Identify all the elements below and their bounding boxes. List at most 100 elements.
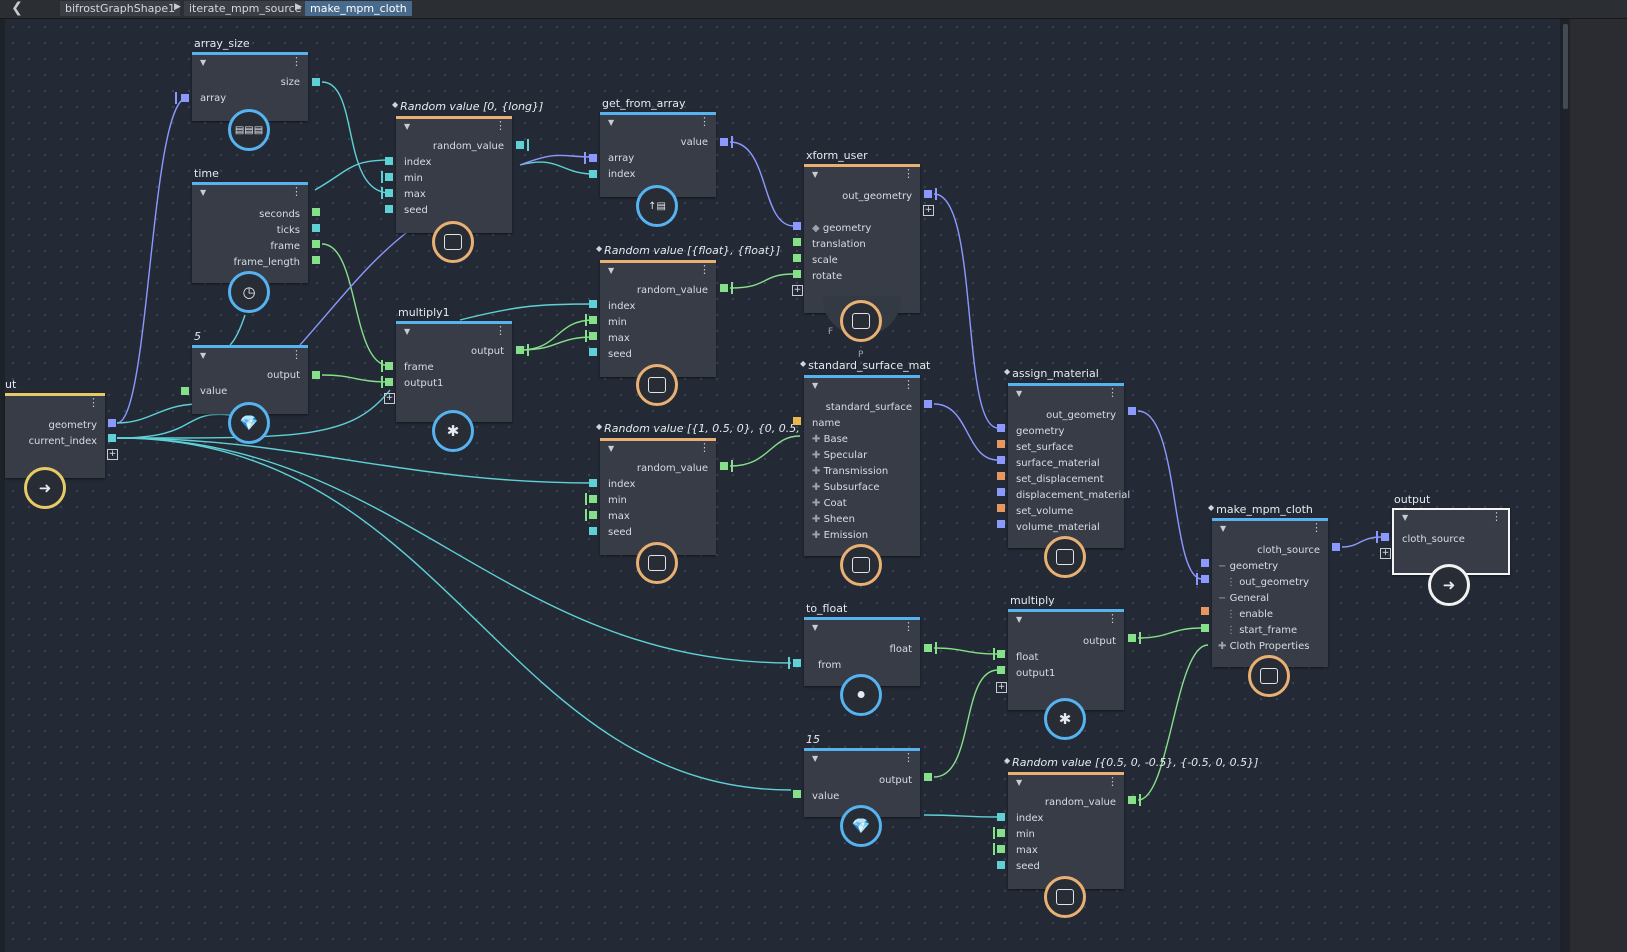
input-port[interactable] — [1201, 607, 1209, 615]
input-port[interactable] — [181, 387, 189, 395]
input-port[interactable] — [793, 254, 801, 262]
input-port[interactable] — [589, 348, 597, 356]
breadcrumb-item-make-mpm-cloth[interactable]: make_mpm_cloth — [305, 1, 412, 16]
collapse-caret-icon[interactable]: ▼ — [812, 754, 819, 763]
output-port[interactable] — [1128, 796, 1136, 804]
input-port[interactable] — [385, 378, 393, 386]
node-menu-icon[interactable]: ⋮ — [903, 167, 914, 180]
input-port[interactable] — [1201, 559, 1209, 567]
input-port[interactable] — [997, 813, 1005, 821]
input-port[interactable] — [385, 362, 393, 370]
input-port[interactable] — [997, 472, 1005, 480]
input-port[interactable] — [589, 154, 597, 162]
collapse-caret-icon[interactable]: ▼ — [404, 122, 411, 131]
input-port[interactable] — [589, 495, 597, 503]
assign-material-node[interactable]: ▼ ⋮ out_geometry geometry set_surface su… — [1008, 383, 1130, 548]
group-label[interactable]: ✚ Specular — [812, 450, 868, 461]
node-menu-icon[interactable]: ⋮ — [699, 441, 710, 454]
output-port[interactable] — [312, 78, 320, 86]
node-menu-icon[interactable]: ⋮ — [291, 55, 302, 68]
input-port[interactable] — [793, 270, 801, 278]
input-port[interactable] — [793, 222, 801, 230]
input-port[interactable] — [385, 157, 393, 165]
input-port[interactable] — [589, 300, 597, 308]
group-label[interactable]: ✚ Emission — [812, 530, 869, 541]
collapse-caret-icon[interactable]: ▼ — [608, 266, 615, 275]
output-port[interactable] — [924, 190, 932, 198]
input-port[interactable] — [793, 659, 801, 667]
multiply-node[interactable]: ▼ ⋮ output float output1 — [1008, 609, 1124, 710]
output-port[interactable] — [516, 346, 524, 354]
input-port[interactable] — [997, 424, 1005, 432]
collapse-caret-icon[interactable]: ▼ — [1016, 615, 1023, 624]
output-port[interactable] — [1128, 407, 1136, 415]
collapse-caret-icon[interactable]: ▼ — [200, 58, 207, 67]
node-menu-icon[interactable]: ⋮ — [1107, 775, 1118, 788]
node-menu-icon[interactable]: ⋮ — [903, 751, 914, 764]
output-port[interactable] — [924, 644, 932, 652]
time-node[interactable]: ▼ ⋮ seconds ticks frame frame_length — [192, 182, 308, 283]
collapse-caret-icon[interactable]: ▼ — [1402, 513, 1409, 522]
node-menu-icon[interactable]: ⋮ — [495, 324, 506, 337]
add-port-icon[interactable]: + — [996, 682, 1007, 693]
add-port-icon[interactable]: + — [384, 393, 395, 404]
input-port[interactable] — [997, 488, 1005, 496]
node-menu-icon[interactable]: ⋮ — [1107, 612, 1118, 625]
make-mpm-cloth-node[interactable]: ▼ ⋮ cloth_source − geometry ⋮ out_geomet… — [1212, 518, 1328, 667]
random-value-long-node[interactable]: ▼ ⋮ random_value index min max seed — [396, 116, 512, 233]
add-port-icon[interactable]: + — [923, 205, 934, 216]
collapse-caret-icon[interactable]: ▼ — [1016, 389, 1023, 398]
output-port[interactable] — [1128, 634, 1136, 642]
get-from-array-node[interactable]: ▼ ⋮ value array index — [600, 112, 716, 197]
collapse-caret-icon[interactable]: ▼ — [608, 444, 615, 453]
input-port[interactable] — [997, 456, 1005, 464]
input-port[interactable] — [385, 189, 393, 197]
output-port[interactable] — [312, 240, 320, 248]
node-menu-icon[interactable]: ⋮ — [699, 263, 710, 276]
output-port[interactable] — [924, 400, 932, 408]
input-port[interactable] — [589, 479, 597, 487]
input-port[interactable] — [589, 332, 597, 340]
input-port[interactable] — [589, 170, 597, 178]
collapse-caret-icon[interactable]: ▼ — [200, 351, 207, 360]
xform-user-node[interactable]: ▼ ⋮ out_geometry ◆ geometry translation … — [804, 164, 920, 313]
input-port[interactable] — [997, 829, 1005, 837]
input-port[interactable] — [589, 316, 597, 324]
collapse-caret-icon[interactable]: ▼ — [812, 623, 819, 632]
output-port[interactable] — [108, 419, 116, 427]
input-port[interactable] — [997, 504, 1005, 512]
input-port[interactable] — [385, 173, 393, 181]
input-port[interactable] — [589, 511, 597, 519]
input-port[interactable] — [997, 440, 1005, 448]
random-value-vector2-node[interactable]: ▼ ⋮ random_value index min max seed — [1008, 772, 1124, 889]
input-port[interactable] — [997, 861, 1005, 869]
group-label[interactable]: − geometry — [1218, 561, 1279, 572]
group-label[interactable]: − General — [1218, 593, 1269, 604]
output-port[interactable] — [312, 208, 320, 216]
multiply1-node[interactable]: ▼ ⋮ output frame output1 — [396, 321, 512, 422]
input-port[interactable] — [997, 520, 1005, 528]
collapse-caret-icon[interactable]: ▼ — [1220, 524, 1227, 533]
node-menu-icon[interactable]: ⋮ — [1491, 510, 1502, 523]
output-port[interactable] — [720, 138, 728, 146]
collapse-caret-icon[interactable]: ▼ — [812, 170, 819, 179]
input-port[interactable] — [181, 94, 189, 102]
input-port[interactable] — [1201, 624, 1209, 632]
input-port[interactable] — [1201, 575, 1209, 583]
input-port[interactable] — [997, 845, 1005, 853]
group-label[interactable]: ✚ Base — [812, 434, 848, 445]
group-label[interactable]: ✚ Sheen — [812, 514, 855, 525]
node-menu-icon[interactable]: ⋮ — [291, 348, 302, 361]
node-menu-icon[interactable]: ⋮ — [291, 185, 302, 198]
scrollbar-thumb[interactable] — [1563, 24, 1568, 109]
output-port[interactable] — [516, 141, 524, 149]
output-port[interactable] — [312, 256, 320, 264]
output-port[interactable] — [924, 773, 932, 781]
input-port[interactable] — [997, 650, 1005, 658]
ut-node[interactable]: ⋮ geometry current_index — [5, 393, 105, 478]
collapse-caret-icon[interactable]: ▼ — [404, 327, 411, 336]
node-menu-icon[interactable]: ⋮ — [1107, 386, 1118, 399]
graph-canvas[interactable] — [5, 19, 1560, 952]
back-arrow-icon[interactable]: ❮ — [11, 0, 23, 16]
group-label[interactable]: ✚ Cloth Properties — [1218, 641, 1310, 652]
